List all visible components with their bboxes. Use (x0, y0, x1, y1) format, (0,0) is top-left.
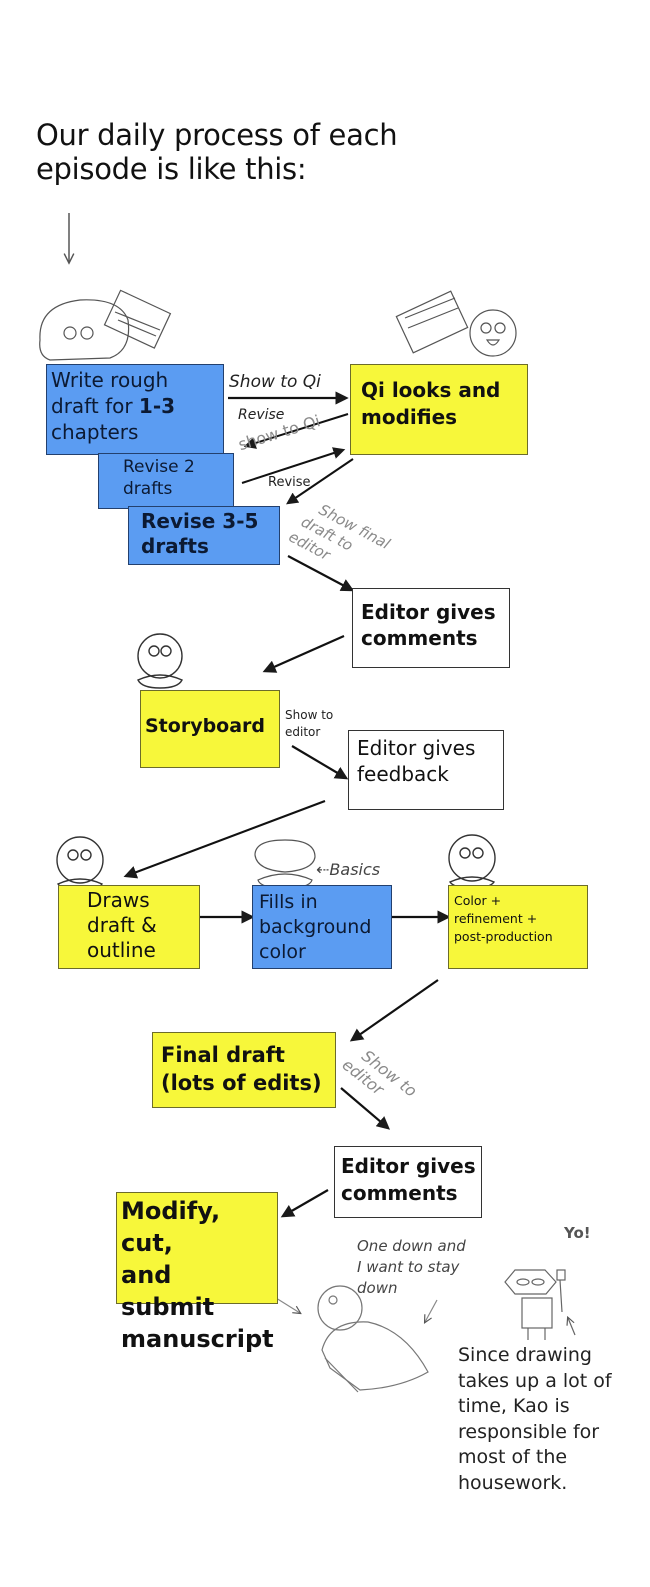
step-revise-3-5-drafts: Revise 3-5 drafts (128, 506, 280, 565)
step-text: draft for 1-3 (51, 393, 219, 419)
title-line-1: Our daily process of each (36, 118, 398, 152)
resting-character-sketch (317, 1285, 429, 1393)
step-text: outline (87, 938, 156, 962)
step-final-draft: Final draft (lots of edits) (152, 1032, 336, 1108)
label-text: editor (285, 725, 321, 739)
step-text: draft for (51, 394, 139, 418)
step-text: feedback (357, 762, 449, 786)
arrow-revise-1 (243, 413, 349, 449)
caption-text: I want to stay (357, 1258, 460, 1276)
step-text: Write rough (51, 368, 169, 392)
step-storyboard: Storyboard (140, 690, 280, 768)
color-character-sketch (448, 834, 496, 889)
writer-character-sketch (39, 289, 172, 361)
draws-character-sketch (56, 836, 104, 891)
step-text: (lots of edits) (161, 1071, 322, 1095)
qi-character-sketch (395, 290, 517, 357)
caption-text: One down and (357, 1237, 466, 1255)
arrow-show-to-editor-2 (340, 1087, 391, 1130)
step-editor-gives-comments-2: Editor gives comments (334, 1146, 482, 1218)
step-text: manuscript (121, 1325, 274, 1353)
title-line-2: episode is like this: (36, 152, 307, 186)
step-text: Modify, cut, (121, 1197, 221, 1257)
label-show-to-qi-1: Show to Qi (229, 372, 321, 392)
label-text: Basics (329, 860, 381, 879)
label-basics: ⇠Basics (316, 860, 380, 879)
step-text: comments (341, 1181, 458, 1205)
step-text: chapters (51, 420, 139, 444)
step-color-refinement-post-production: Color + refinement + post-production (448, 885, 588, 969)
step-text: Revise 2 (123, 457, 195, 477)
small-arrow-right (425, 1299, 438, 1322)
label-text: Show to (285, 708, 334, 722)
step-text: and submit (121, 1261, 215, 1321)
label-revise-1: Revise (238, 407, 285, 423)
step-revise-2-drafts: Revise 2 drafts (98, 453, 234, 509)
step-text-bold: 1-3 (138, 394, 176, 418)
arrow-revise-2 (286, 458, 354, 505)
step-draws-draft-outline: Draws draft & outline (58, 885, 200, 969)
step-text: refinement + (454, 911, 538, 926)
step-text: comments (361, 626, 478, 650)
step-editor-gives-feedback: Editor gives feedback (348, 730, 504, 810)
step-text: draft & (87, 913, 157, 937)
basics-pointer-icon: ⇠ (316, 860, 330, 879)
step-modify-cut-submit: Modify, cut, and submit manuscript (116, 1192, 278, 1353)
arrow-show-to-qi-2 (241, 447, 346, 484)
note-line: Since drawing (458, 1344, 592, 1366)
step-text: color (259, 941, 306, 963)
label-revise-2: Revise (268, 475, 311, 490)
page-title: Our daily process of each episode is lik… (36, 118, 398, 186)
step-text: drafts (141, 534, 209, 558)
caption-text: down (357, 1279, 398, 1297)
note-line: most of the (458, 1446, 568, 1468)
kao-character-sketch (504, 1269, 576, 1340)
step-text: post-production (454, 929, 553, 944)
storyboard-character-sketch (137, 633, 183, 689)
fills-character-sketch (254, 839, 316, 889)
step-text: Qi looks and (361, 378, 501, 402)
step-text: background (259, 916, 372, 938)
note-line: responsible for (458, 1420, 600, 1443)
note-line: time, Kao is (458, 1395, 570, 1417)
caption-yo: Yo! (564, 1224, 591, 1242)
step-text: Revise 3-5 (141, 509, 259, 533)
step-text: Editor gives (357, 736, 476, 760)
arrow-to-final-draft (349, 979, 439, 1042)
housework-note: Since drawing takes up a lot of time, Ka… (458, 1343, 638, 1496)
caption-one-down: One down and I want to stay down (357, 1236, 466, 1299)
label-show-to-editor-1: Show to editor (285, 707, 333, 741)
step-text: Editor gives (361, 600, 496, 624)
arrow-to-modify (280, 1189, 329, 1218)
small-arrow-left (275, 1297, 300, 1313)
arrow-to-storyboard (262, 634, 345, 673)
step-text: Color + (454, 893, 502, 908)
step-qi-looks-and-modifies: Qi looks and modifies (350, 364, 528, 455)
step-text: Editor gives (341, 1154, 476, 1178)
step-text: modifies (361, 405, 458, 429)
step-fills-background-color: Fills in background color (252, 885, 392, 969)
note-line: housework. (458, 1471, 568, 1494)
step-write-rough-draft: Write rough draft for 1-3 chapters (46, 364, 224, 455)
step-text: Storyboard (145, 715, 266, 737)
arrow-show-final (287, 555, 355, 592)
step-text: Draws (87, 888, 150, 912)
arrow-show-to-editor-1 (291, 745, 349, 780)
step-text: drafts (123, 479, 173, 499)
step-text: Final draft (161, 1043, 285, 1067)
step-text: Fills in (259, 891, 318, 913)
note-line: takes up a lot of (458, 1369, 612, 1392)
arrow-to-draws (123, 799, 326, 879)
step-editor-gives-comments-1: Editor gives comments (352, 588, 510, 668)
